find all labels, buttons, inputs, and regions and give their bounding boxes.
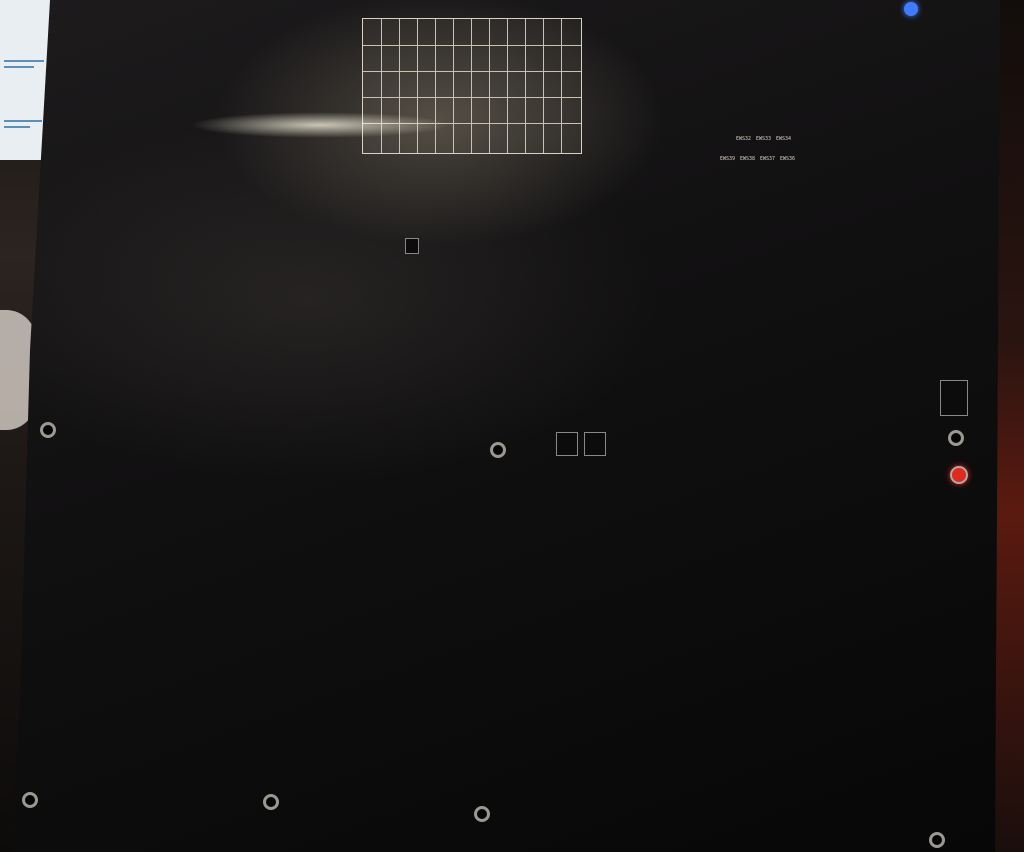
red-led — [950, 466, 968, 484]
mounting-hole — [948, 430, 964, 446]
monitor-text-line — [4, 60, 44, 62]
table-gridline — [489, 19, 490, 153]
table-gridline — [435, 19, 436, 153]
silkscreen-part-label: EWS34 — [776, 136, 792, 142]
table-gridline — [525, 19, 526, 153]
table-gridline — [363, 45, 581, 46]
mounting-hole — [490, 442, 506, 458]
ic-chip — [584, 432, 606, 456]
silkscreen-part-label: EWS39 — [720, 156, 736, 162]
mounting-hole — [929, 832, 945, 848]
silkscreen-part-label: EWS37 — [760, 156, 776, 162]
table-gridline — [381, 19, 382, 153]
monitor-text-line — [4, 66, 34, 68]
light-glare — [190, 112, 450, 138]
table-gridline — [417, 19, 418, 153]
monitor-text-line — [4, 126, 30, 128]
ic-chip — [405, 238, 419, 254]
mounting-hole — [40, 422, 56, 438]
mounting-hole — [263, 794, 279, 810]
table-gridline — [543, 19, 544, 153]
table-gridline — [363, 123, 581, 124]
silkscreen-part-label: EWS32 — [736, 136, 752, 142]
mounting-hole — [22, 792, 38, 808]
monitor-text-line — [4, 120, 42, 122]
silkscreen-part-label: EWS36 — [780, 156, 796, 162]
table-gridline — [453, 19, 454, 153]
silkscreen-part-label: EWS33 — [756, 136, 772, 142]
silkscreen-part-label: EWS38 — [740, 156, 756, 162]
table-gridline — [363, 97, 581, 98]
table-gridline — [561, 19, 562, 153]
circuit-board — [10, 0, 1000, 852]
table-gridline — [363, 71, 581, 72]
table-gridline — [399, 19, 400, 153]
connector — [940, 380, 968, 416]
table-gridline — [507, 19, 508, 153]
mounting-hole — [474, 806, 490, 822]
table-gridline — [471, 19, 472, 153]
blue-led — [904, 2, 918, 16]
ic-chip — [556, 432, 578, 456]
